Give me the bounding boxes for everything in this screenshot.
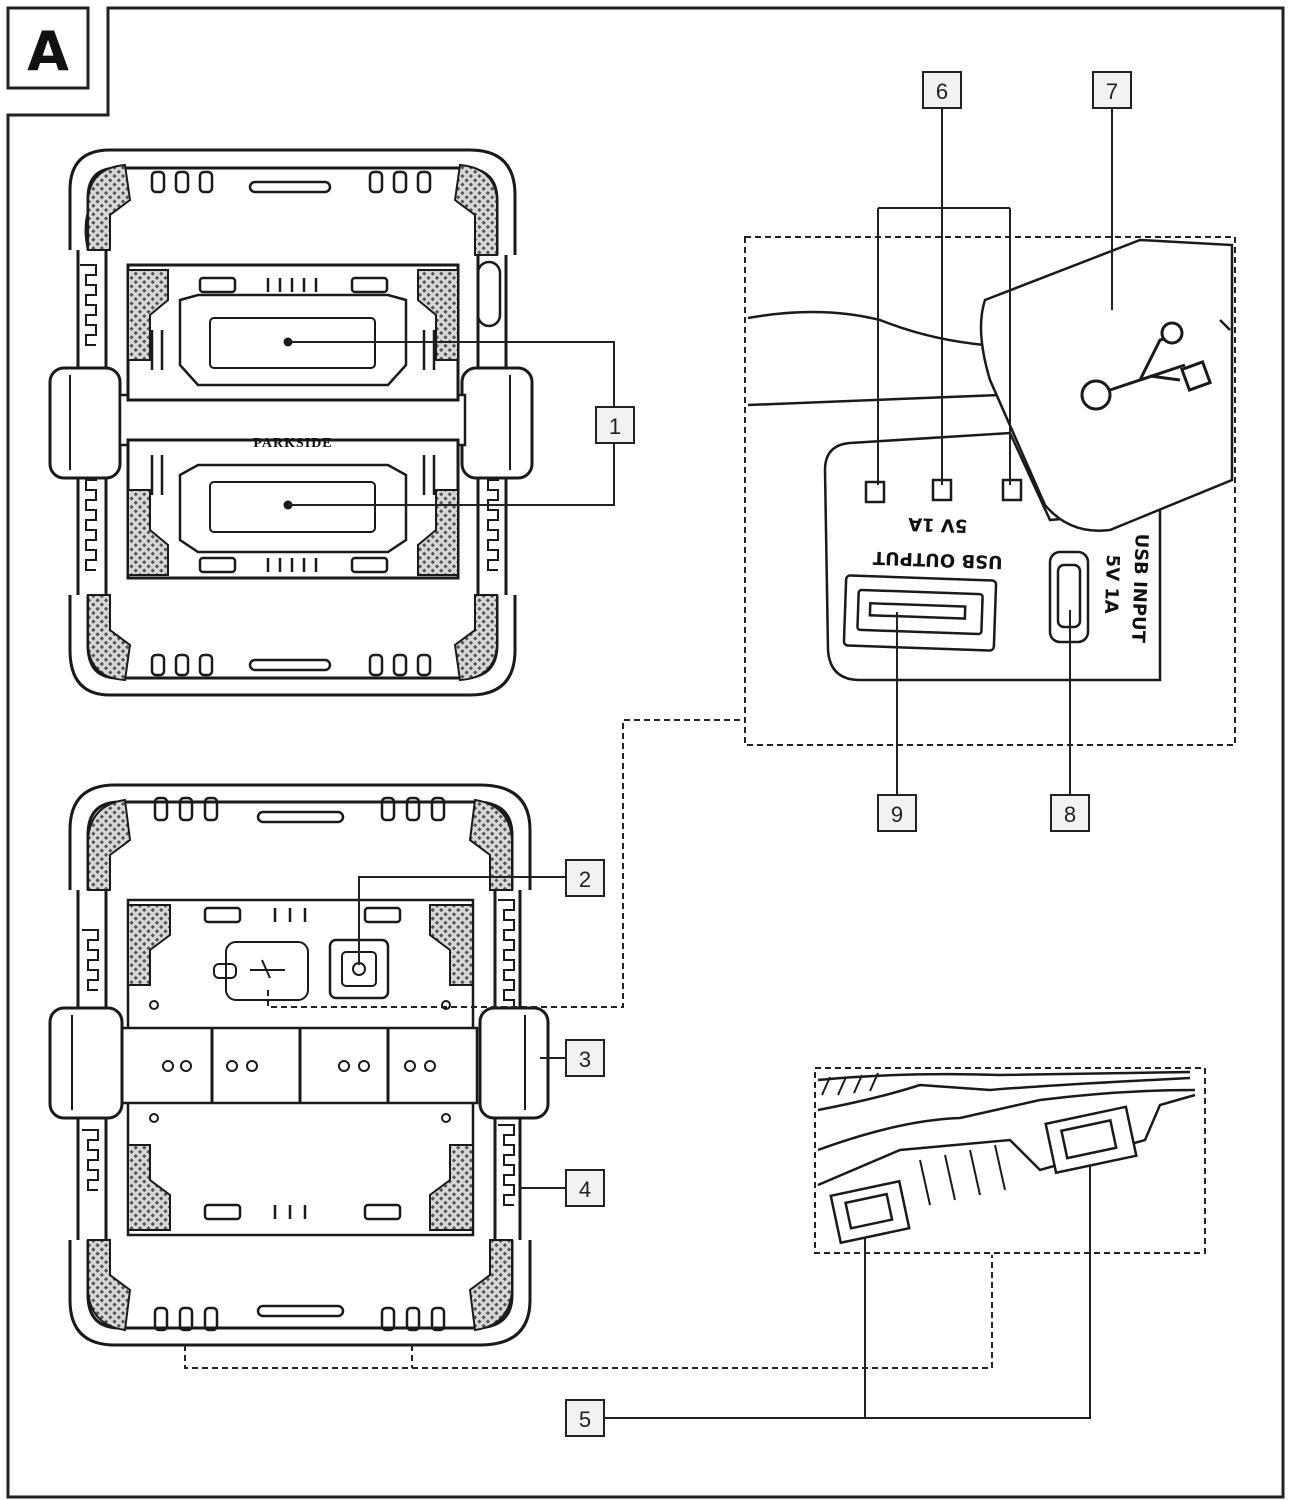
svg-text:9: 9	[891, 802, 903, 827]
device-back-view	[48, 783, 550, 1347]
callout-2-leader	[358, 876, 566, 965]
led-indicators	[864, 478, 1023, 504]
callout-4: 4	[565, 1169, 605, 1207]
svg-text:4: 4	[579, 1177, 591, 1202]
svg-text:2: 2	[579, 867, 591, 892]
back-knob-left	[48, 1006, 124, 1120]
callout-5-leader	[605, 1130, 1091, 1419]
rubber-foot-right	[1044, 1105, 1138, 1175]
corner-grip-br	[453, 594, 498, 682]
svg-text:5: 5	[579, 1407, 591, 1432]
svg-text:1: 1	[609, 414, 621, 439]
corner-grip-back-tl	[87, 798, 132, 891]
rubber-foot-left	[829, 1179, 911, 1245]
callout-6-leader	[877, 108, 1011, 485]
svg-text:3: 3	[579, 1047, 591, 1072]
svg-text:7: 7	[1106, 79, 1118, 104]
corner-grip-back-tr	[468, 798, 513, 891]
side-knob-right	[460, 366, 534, 480]
device-front-view	[48, 148, 534, 697]
svg-text:6: 6	[936, 79, 948, 104]
back-knob-right	[478, 1006, 550, 1120]
usb-input-title: USB INPUT	[1127, 533, 1152, 644]
figure-frame	[6, 6, 1285, 1499]
corner-grip-bl	[87, 594, 132, 682]
usb-output-title: USB OUTPUT	[872, 547, 1003, 573]
usb-output-port	[842, 574, 998, 652]
callout-5: 5	[565, 1399, 605, 1437]
feet-detail-panel	[814, 1067, 1206, 1254]
usb-output-rating: 5V 1A	[908, 513, 968, 536]
usb-symbol-icon	[1080, 321, 1213, 411]
svg-text:8: 8	[1064, 802, 1076, 827]
side-knob-left	[48, 366, 122, 480]
callout-1-leader	[288, 341, 615, 506]
callout-8: 8	[1050, 794, 1090, 832]
brand-label: PARKSIDE	[253, 436, 332, 451]
corner-grip-back-bl	[87, 1239, 132, 1332]
callout-9: 9	[877, 794, 917, 832]
callout-3: 3	[565, 1039, 605, 1077]
corner-grip-tl	[87, 163, 132, 251]
callout-1: 1	[595, 406, 635, 444]
callout-7: 7	[1092, 71, 1132, 109]
led-panel-bottom	[126, 438, 460, 580]
detail-link-usb	[267, 719, 745, 1008]
usb-input-port	[1048, 550, 1090, 644]
usb-input-rating: 5V 1A	[1100, 554, 1123, 614]
panel-label: A	[27, 20, 69, 83]
detail-link-feet	[184, 1255, 993, 1369]
usb-detail-panel	[744, 236, 1236, 746]
corner-grip-tr	[453, 163, 498, 256]
callout-2: 2	[565, 859, 605, 897]
side-rail-ridges	[498, 899, 515, 1206]
corner-grip-back-br	[468, 1239, 513, 1332]
callout-6: 6	[922, 71, 962, 109]
panel-label-box	[6, 6, 90, 90]
